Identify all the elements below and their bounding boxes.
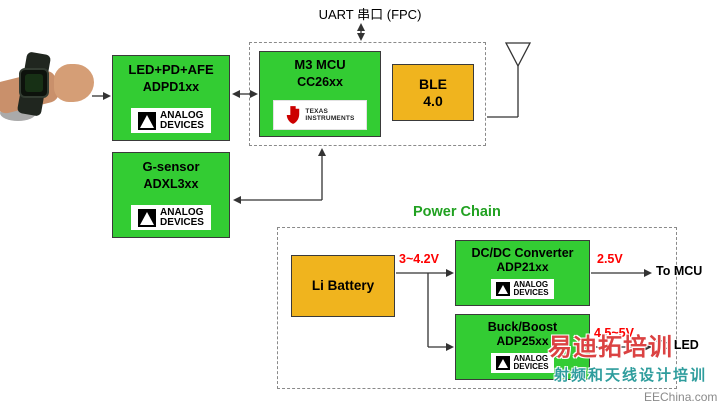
afe-part-number: ADPD1xx [142, 79, 200, 94]
analog-devices-triangle-icon [138, 111, 157, 130]
power-chain-group-box [277, 227, 677, 389]
hand-illustration [54, 64, 94, 102]
adi-text-line2: DEVICES [513, 362, 549, 371]
mcu-title: M3 MCU [294, 57, 346, 72]
adi-text-line1: ANALOG [160, 110, 204, 121]
afe-title: LED+PD+AFE [128, 62, 214, 77]
antenna-icon [504, 42, 532, 68]
analog-devices-logo: ANALOG DEVICES [131, 108, 211, 133]
analog-devices-triangle-icon [138, 208, 157, 227]
mcu-part-number: CC26xx [297, 74, 343, 89]
arrowhead-up [357, 23, 365, 31]
to-mcu-label: To MCU [656, 264, 703, 278]
ti-text-line2: INSTRUMENTS [305, 115, 355, 122]
dcdc-converter-block: DC/DC Converter ADP21xx ANALOG DEVICES [455, 240, 590, 306]
texas-instruments-logo: TEXAS INSTRUMENTS [273, 100, 367, 130]
gsensor-title: G-sensor [142, 159, 200, 174]
analog-devices-logo: ANALOG DEVICES [491, 279, 554, 299]
power-chain-section-label: Power Chain [413, 204, 501, 220]
adi-text-line1: ANALOG [513, 354, 549, 363]
watermark-brand: 易迪拓培训 [548, 334, 673, 361]
watermark-site: EEChina.com [644, 390, 718, 404]
analog-devices-wordmark: ANALOG DEVICES [160, 208, 204, 227]
ti-text-line1: TEXAS [305, 108, 329, 115]
wrist-watch-photo [0, 51, 96, 121]
analog-devices-triangle-icon [496, 356, 511, 370]
dcdc-part-number: ADP21xx [496, 260, 549, 275]
dcdc-output-voltage-label: 2.5V [597, 252, 623, 266]
arrowhead-up [318, 148, 326, 156]
arrowhead-left [233, 196, 241, 204]
analog-devices-logo: ANALOG DEVICES [131, 205, 211, 230]
analog-devices-wordmark: ANALOG DEVICES [160, 111, 204, 130]
watermark-tagline: 射频和天线设计培训 [554, 367, 708, 384]
gsensor-block: G-sensor ADXL3xx ANALOG DEVICES [112, 152, 230, 238]
buckboost-part-number: ADP25xx [496, 334, 549, 349]
analog-devices-triangle-icon [496, 282, 511, 296]
dcdc-title: DC/DC Converter [471, 246, 574, 260]
ble-version: 4.0 [423, 92, 443, 109]
afe-block: LED+PD+AFE ADPD1xx ANALOG DEVICES [112, 55, 230, 141]
adi-text-line1: ANALOG [160, 207, 204, 218]
adi-text-line2: DEVICES [160, 216, 204, 228]
analog-devices-wordmark: ANALOG DEVICES [513, 281, 548, 297]
analog-devices-wordmark: ANALOG DEVICES [513, 355, 548, 371]
adi-text-line2: DEVICES [160, 119, 204, 131]
analog-devices-logo: ANALOG DEVICES [491, 353, 554, 373]
arrowhead-down [357, 33, 365, 41]
adi-text-line1: ANALOG [513, 280, 549, 289]
uart-port-label: UART 串口 (FPC) [318, 7, 422, 22]
battery-label: Li Battery [311, 278, 375, 294]
mcu-block: M3 MCU CC26xx TEXAS INSTRUMENTS [259, 51, 381, 137]
buckboost-output-voltage-label: 4.5~5V [594, 326, 634, 340]
watch-screen-illustration [25, 74, 43, 92]
arrowhead-left [232, 90, 240, 98]
to-led-label: To LED [656, 338, 699, 352]
battery-block: Li Battery [291, 255, 395, 317]
ti-wordmark: TEXAS INSTRUMENTS [305, 108, 354, 122]
buckboost-block: Buck/Boost ADP25xx ANALOG DEVICES [455, 314, 590, 380]
ble-title: BLE [419, 76, 447, 93]
ble-block: BLE 4.0 [392, 64, 474, 121]
gsensor-part-number: ADXL3xx [143, 176, 199, 191]
arrowhead-right [103, 92, 111, 100]
adi-text-line2: DEVICES [513, 288, 549, 297]
ti-bug-icon [287, 106, 300, 124]
buckboost-title: Buck/Boost [487, 320, 558, 334]
battery-voltage-label: 3~4.2V [399, 252, 439, 266]
